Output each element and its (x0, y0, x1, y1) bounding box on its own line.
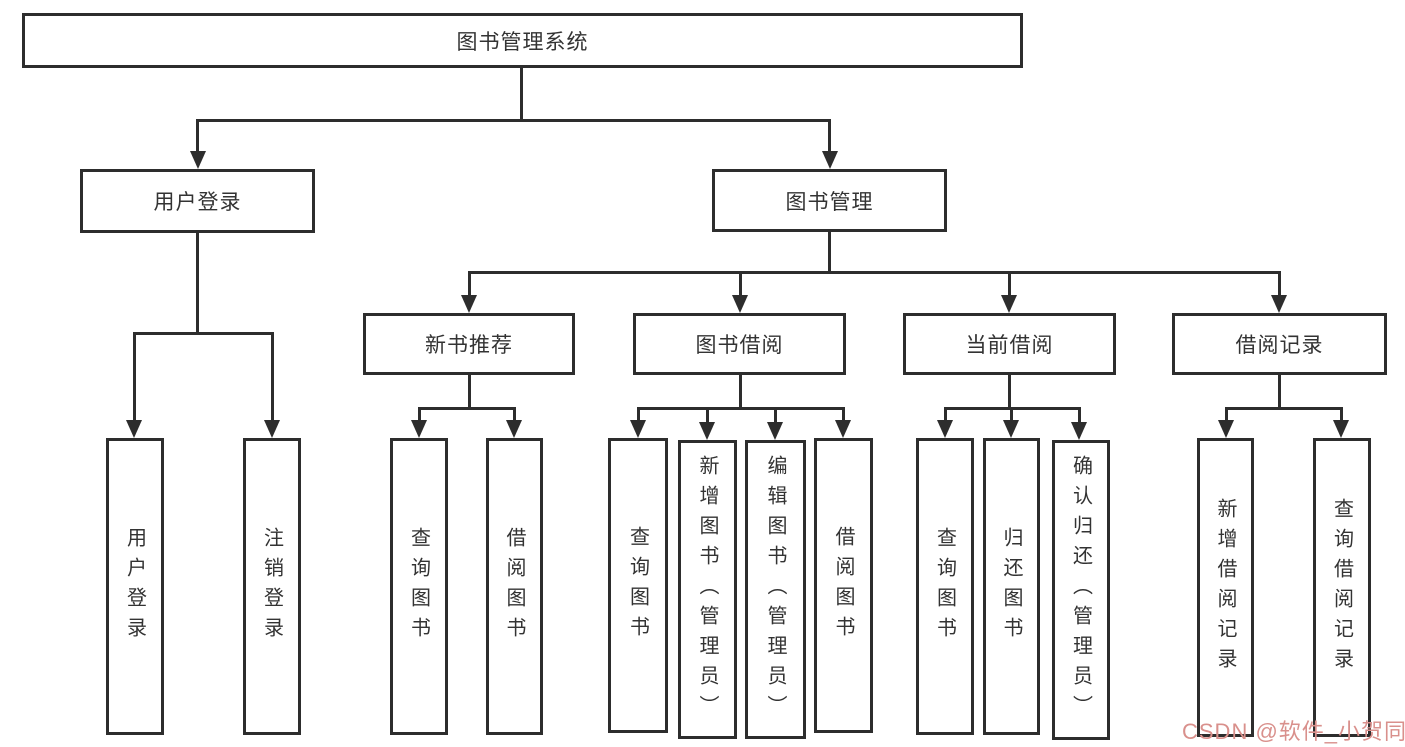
leaf-label: 查询图书 (933, 526, 956, 647)
leaf-return-books: 归还图书 (983, 438, 1040, 735)
leaf-query-books: 查询图书 (916, 438, 974, 735)
connector-vline (1340, 407, 1343, 421)
arrow-down-icon (937, 420, 953, 438)
leaf-label: 新增借阅记录 (1214, 497, 1236, 678)
connector-vline (133, 332, 136, 420)
connector-vline (842, 407, 845, 421)
leaf-add-books-admin: 新增图书（管理员） (678, 440, 737, 739)
connector-vline (828, 119, 831, 151)
connector-hline (133, 332, 274, 335)
connector-hline (418, 407, 515, 410)
arrow-down-icon (822, 151, 838, 169)
leaf-label: 归还图书 (1000, 526, 1022, 647)
arrow-down-icon (1271, 295, 1287, 313)
arrow-down-icon (126, 420, 142, 438)
leaf-logout: 注销登录 (243, 438, 301, 735)
connector-vline (513, 407, 516, 421)
leaf-add-borrow-record: 新增借阅记录 (1197, 438, 1254, 737)
leaf-confirm-return-admin: 确认归还（管理员） (1052, 440, 1110, 740)
node-book-borrowing: 图书借阅 (633, 313, 846, 375)
node-new-book-recommendation: 新书推荐 (363, 313, 575, 375)
node-label: 图书管理 (785, 190, 874, 214)
arrow-down-icon (1001, 295, 1017, 313)
leaf-label: 用户登录 (123, 526, 146, 647)
leaf-label: 查询图书 (626, 525, 649, 646)
connector-vline (418, 407, 421, 421)
arrow-down-icon (732, 295, 748, 313)
connector-hline (197, 119, 831, 122)
node-user-login: 用户登录 (80, 169, 315, 233)
arrow-down-icon (1003, 420, 1019, 438)
connector-vline (739, 271, 742, 296)
connector-vline (706, 407, 709, 423)
connector-vline (944, 407, 947, 421)
leaf-label: 注销登录 (260, 526, 283, 647)
node-label: 用户登录 (153, 191, 242, 214)
connector-vline (1225, 407, 1228, 421)
arrow-down-icon (1071, 422, 1087, 440)
arrow-down-icon (699, 422, 715, 440)
node-label: 图书管理系统 (456, 30, 589, 54)
arrow-down-icon (835, 420, 851, 438)
connector-vline (271, 332, 274, 420)
connector-hline (468, 271, 1281, 274)
connector-vline (828, 232, 831, 273)
connector-vline (637, 407, 640, 421)
node-label: 新书推荐 (425, 334, 513, 357)
connector-vline (196, 119, 199, 151)
leaf-label: 借阅图书 (503, 526, 525, 647)
connector-vline (196, 233, 199, 334)
connector-vline (1078, 407, 1081, 423)
connector-vline (468, 375, 471, 409)
leaf-borrow-books: 借阅图书 (486, 438, 543, 735)
node-library-management-system: 图书管理系统 (22, 13, 1023, 68)
node-book-management: 图书管理 (712, 169, 947, 232)
connector-vline (774, 407, 777, 423)
node-current-borrowing: 当前借阅 (903, 313, 1116, 375)
leaf-label: 新增图书（管理员） (696, 454, 718, 725)
leaf-label: 查询图书 (407, 526, 430, 647)
leaf-query-books: 查询图书 (608, 438, 668, 733)
connector-vline (1008, 375, 1011, 409)
leaf-label: 编辑图书（管理员） (764, 454, 786, 725)
arrow-down-icon (411, 420, 427, 438)
connector-hline (1225, 407, 1343, 410)
connector-vline (1008, 271, 1011, 296)
connector-vline (1278, 375, 1281, 409)
connector-vline (520, 68, 523, 120)
leaf-edit-books-admin: 编辑图书（管理员） (745, 440, 806, 739)
node-label: 图书借阅 (695, 334, 784, 357)
csdn-watermark: CSDN @软件_小贺同学 (1182, 719, 1405, 744)
arrow-down-icon (1218, 420, 1234, 438)
leaf-borrow-books: 借阅图书 (814, 438, 873, 733)
arrow-down-icon (264, 420, 280, 438)
leaf-label: 查询借阅记录 (1330, 497, 1353, 678)
leaf-label: 借阅图书 (832, 525, 854, 646)
arrow-down-icon (1333, 420, 1349, 438)
leaf-query-books: 查询图书 (390, 438, 448, 735)
arrow-down-icon (506, 420, 522, 438)
connector-vline (1010, 407, 1013, 421)
arrow-down-icon (630, 420, 646, 438)
arrow-down-icon (461, 295, 477, 313)
node-label: 借阅记录 (1235, 334, 1324, 357)
node-label: 当前借阅 (965, 334, 1054, 357)
connector-vline (739, 375, 742, 409)
connector-hline (637, 407, 844, 410)
arrow-down-icon (767, 422, 783, 440)
leaf-user-login: 用户登录 (106, 438, 164, 735)
connector-vline (1278, 271, 1281, 296)
connector-vline (468, 271, 471, 296)
leaf-query-borrow-record: 查询借阅记录 (1313, 438, 1371, 737)
arrow-down-icon (190, 151, 206, 169)
node-borrowing-records: 借阅记录 (1172, 313, 1387, 375)
leaf-label: 确认归还（管理员） (1069, 455, 1092, 725)
